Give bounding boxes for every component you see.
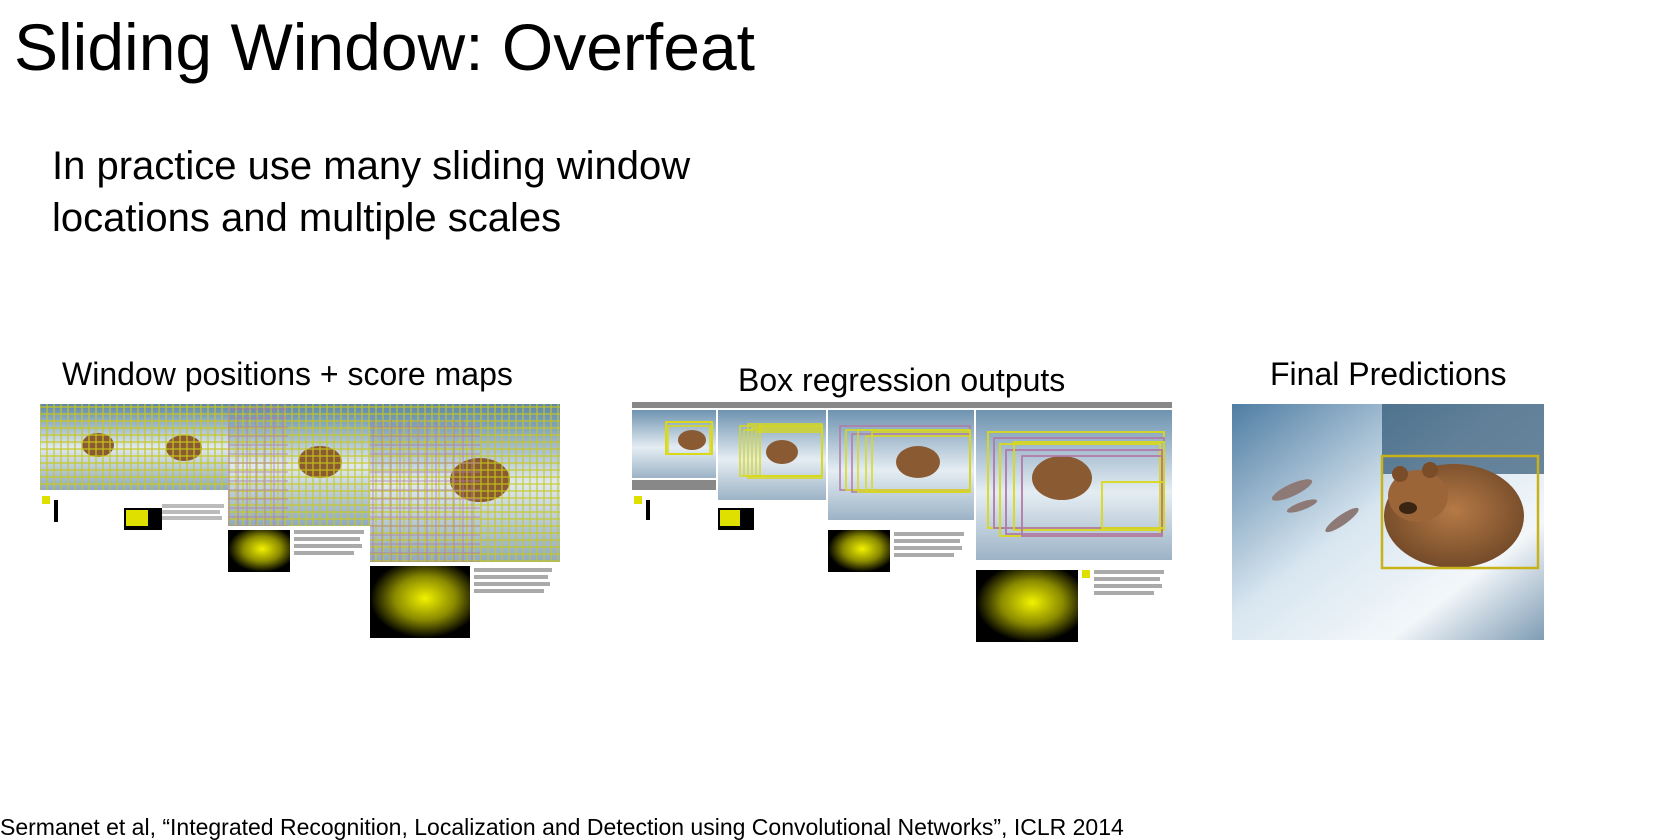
box-regression-figure [632, 402, 1172, 642]
body-text: In practice use many sliding window loca… [52, 140, 690, 244]
citation: Sermanet et al, “Integrated Recognition,… [0, 814, 1124, 840]
scale-panel-3 [228, 404, 370, 572]
regression-panel-2 [718, 410, 826, 530]
final-predictions-figure [1232, 404, 1544, 640]
regression-panel-1 [632, 410, 716, 520]
regression-panel-4 [976, 410, 1172, 642]
figure-caption-box-regression: Box regression outputs [738, 362, 1066, 398]
salmon-illustration [1271, 479, 1359, 533]
slide-title: Sliding Window: Overfeat [14, 10, 755, 84]
bear-illustration [1384, 462, 1524, 568]
body-line: locations and multiple scales [52, 196, 562, 240]
prediction-box [1380, 454, 1540, 570]
figure-caption-window-positions: Window positions + score maps [62, 356, 513, 392]
scale-panel-1 [40, 404, 124, 522]
figure-caption-final-predictions: Final Predictions [1270, 356, 1507, 392]
scale-panel-4 [370, 404, 560, 638]
window-positions-figure [40, 404, 560, 638]
body-line: In practice use many sliding window [52, 144, 691, 188]
regression-panel-3 [828, 410, 974, 572]
scale-panel-2 [124, 404, 228, 530]
